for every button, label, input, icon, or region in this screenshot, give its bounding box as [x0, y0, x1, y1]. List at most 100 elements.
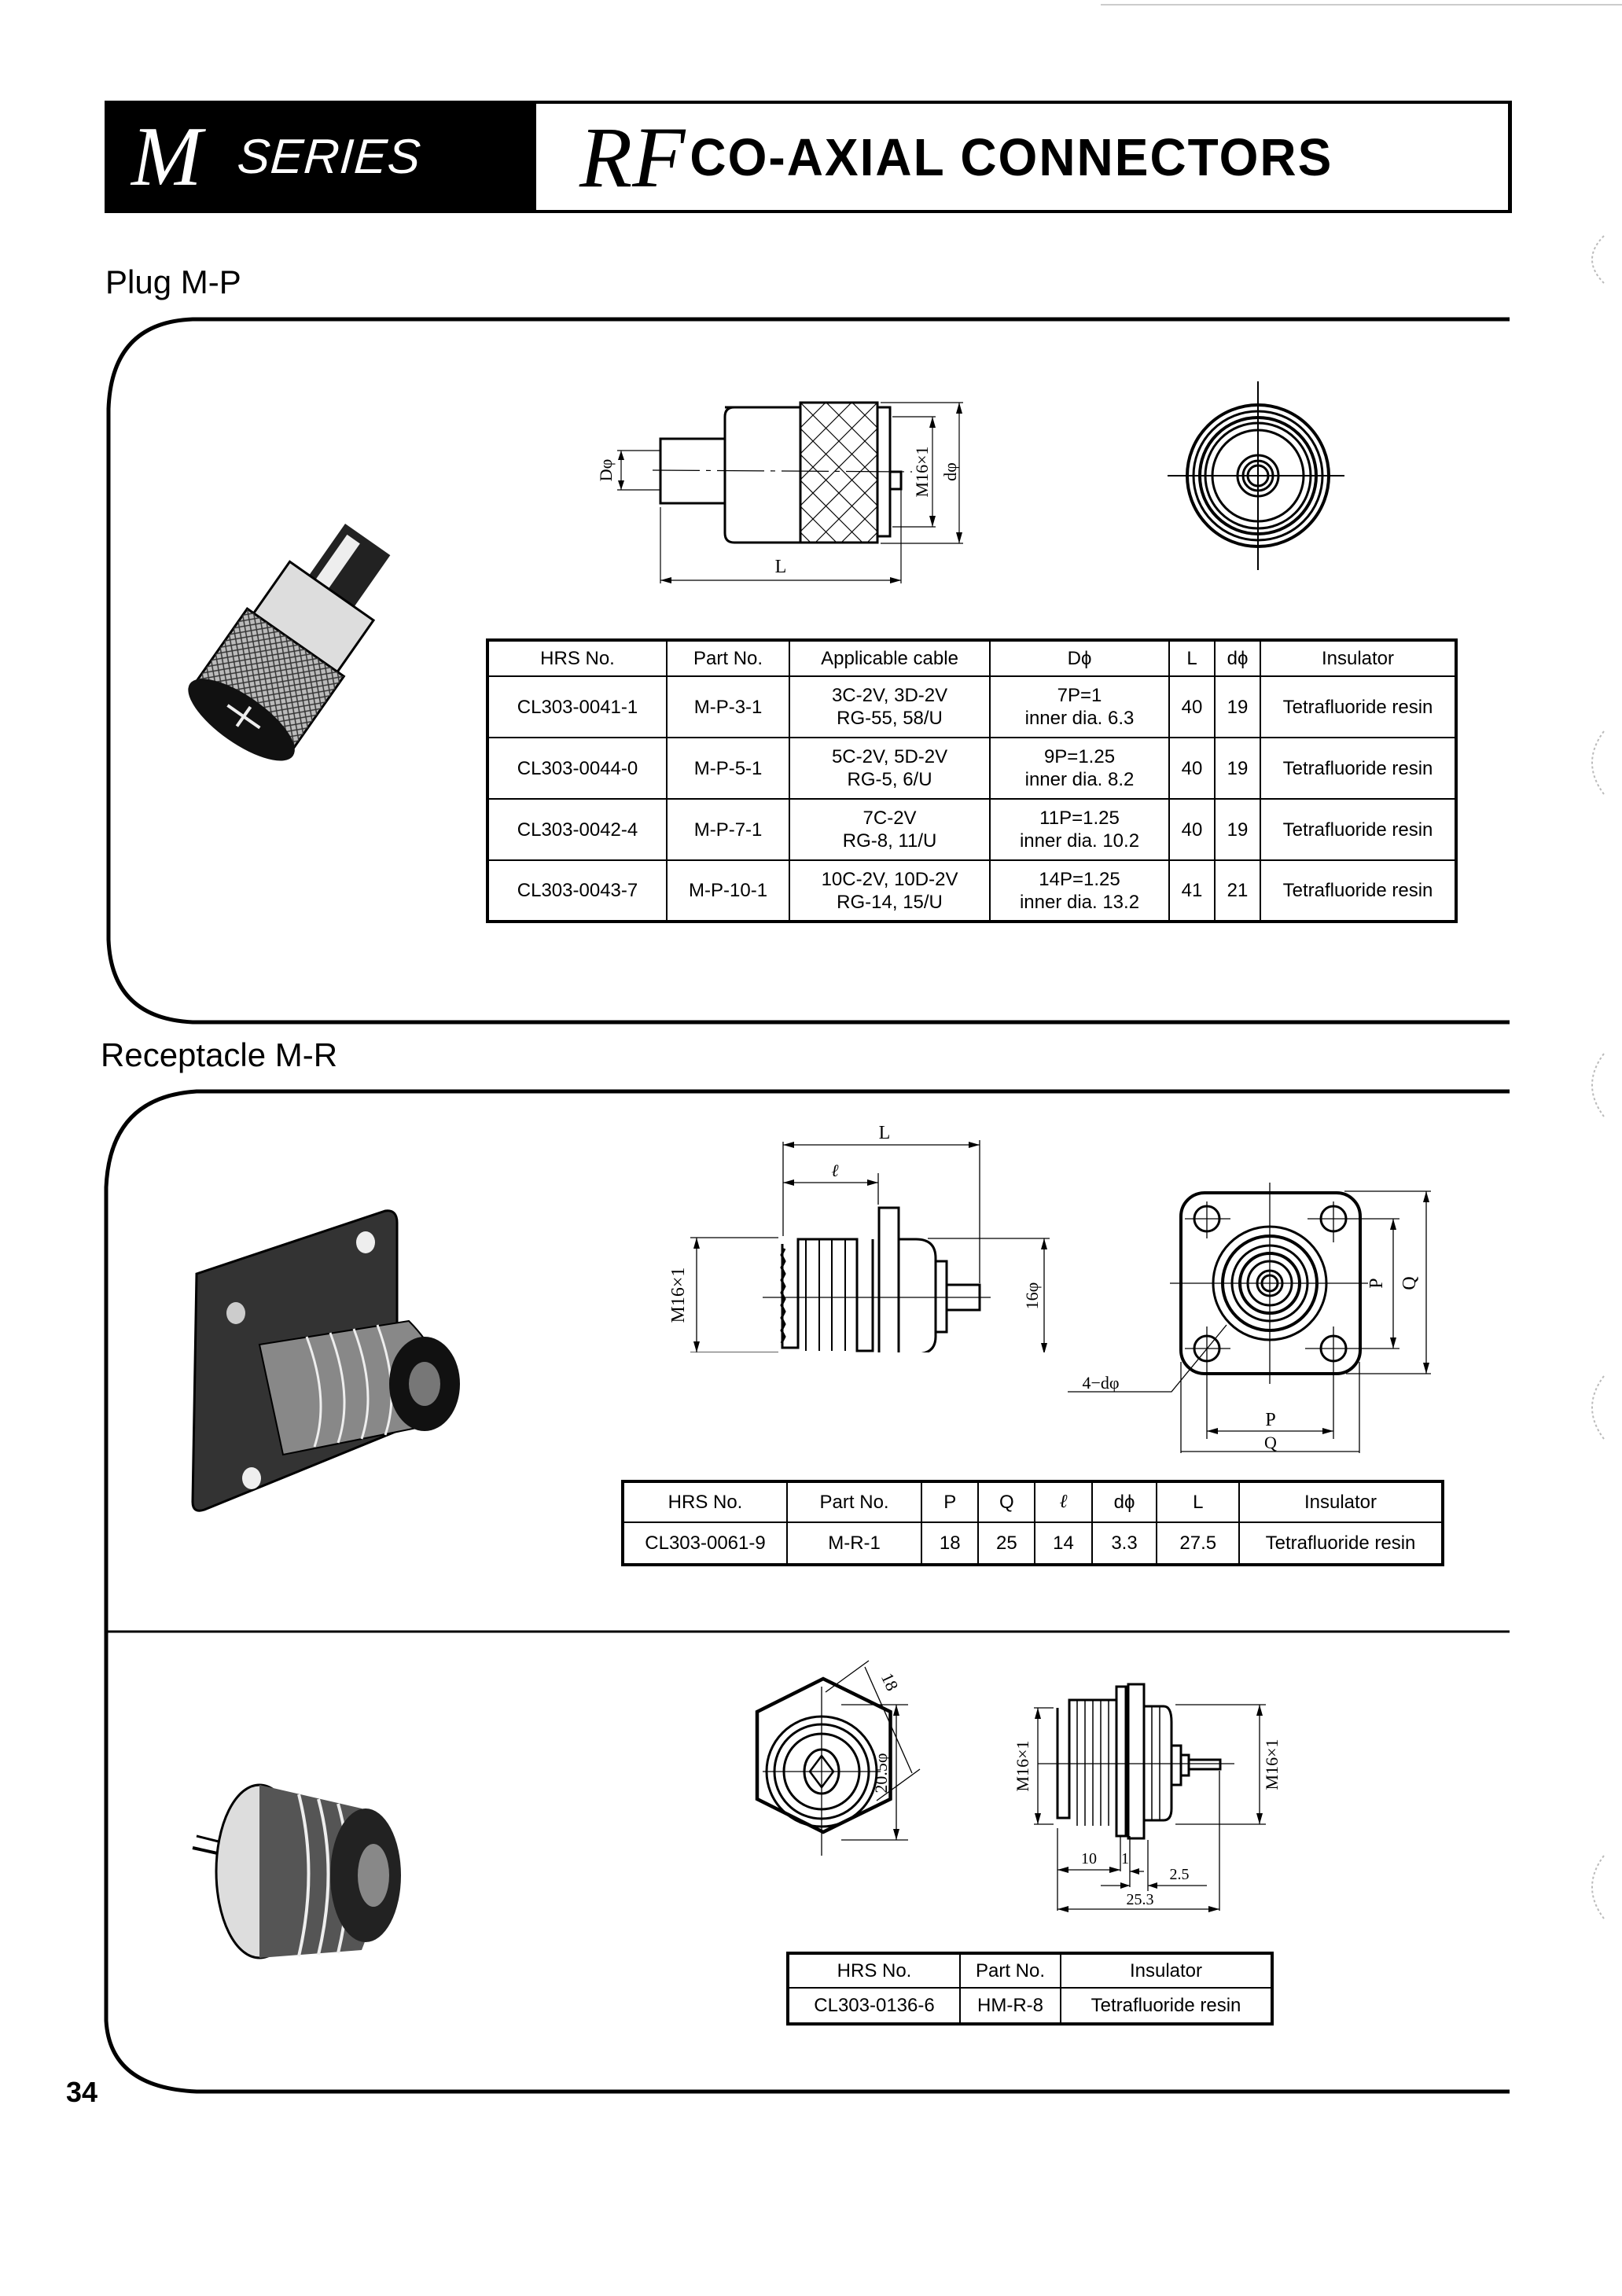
cable-line: 5C-2V, 5D-2V: [831, 746, 948, 767]
cell-part-no: M-P-3-1: [666, 675, 791, 738]
label-Q-vertical: Q: [1399, 1276, 1420, 1290]
label-P: P: [1265, 1410, 1275, 1430]
receptacle-front-drawing: P Q P Q 4−dφ: [1068, 1183, 1431, 1453]
cell-L: 40: [1168, 675, 1216, 738]
cell-L: 41: [1168, 859, 1216, 922]
label-D-phi: Dφ: [596, 459, 616, 482]
col-header: L: [1156, 1481, 1240, 1523]
cell-hrs-no: CL303-0042-4: [486, 798, 668, 861]
title-rf: RF: [579, 109, 686, 205]
col-header: Dϕ: [989, 639, 1170, 677]
D-line: 9P=1.25: [1043, 746, 1116, 767]
D-line: inner dia. 8.2: [1024, 769, 1135, 790]
col-header: P: [921, 1481, 980, 1523]
label-dia: 20.5φ: [871, 1753, 891, 1793]
cable-line: 10C-2V, 10D-2V: [821, 868, 958, 890]
label-P-vertical: P: [1366, 1278, 1387, 1288]
label-thread-right: M16×1: [1262, 1739, 1282, 1790]
cell-insulator: Tetrafluoride resin: [1260, 798, 1457, 861]
table-header-row: HRS No. Part No. Applicable cable Dϕ L d…: [486, 639, 1457, 677]
col-header: Part No.: [785, 1481, 923, 1523]
receptacle-photo: [191, 1209, 460, 1512]
D-line: 14P=1.25: [1039, 868, 1120, 890]
col-header: HRS No.: [486, 639, 668, 677]
table-header-row: HRS No. Part No. P Q ℓ dϕ L Insulator: [622, 1481, 1444, 1523]
binder-hole-marks: [1591, 235, 1605, 1919]
section-heading-receptacle: Receptacle M-R: [101, 1036, 338, 1073]
label-L: L: [879, 1123, 891, 1143]
cell-hrs-no: CL303-0041-1: [486, 675, 668, 738]
cell-P: 18: [921, 1521, 980, 1566]
cell-hrs-no: CL303-0136-6: [787, 1987, 961, 2025]
cell-insulator: Tetrafluoride resin: [1060, 1987, 1273, 2025]
cell-L: 27.5: [1156, 1521, 1240, 1566]
table-row: CL303-0061-9 M-R-1 18 25 14 3.3 27.5 Tet…: [622, 1521, 1444, 1566]
label-2-5: 2.5: [1170, 1866, 1190, 1883]
hm-receptacle-photo: [192, 1783, 401, 1959]
cell-d: 19: [1214, 675, 1261, 738]
cell-insulator: Tetrafluoride resin: [1260, 737, 1457, 800]
col-header: ℓ: [1034, 1481, 1093, 1523]
col-header: Part No.: [959, 1952, 1061, 1989]
label-thread: M16×1: [668, 1268, 689, 1323]
cable-line: RG-55, 58/U: [837, 708, 943, 729]
page-title: CO-AXIAL CONNECTORS: [690, 127, 1333, 187]
cell-d: 19: [1214, 737, 1261, 800]
cell-part-no: M-P-5-1: [666, 737, 791, 800]
cell-insulator: Tetrafluoride resin: [1260, 675, 1457, 738]
col-header: dϕ: [1214, 639, 1261, 677]
receptacle-side-drawing: L ℓ M16×1 16φ: [668, 1123, 1050, 1352]
col-header: Insulator: [1060, 1952, 1273, 1989]
cell-part-no: M-P-7-1: [666, 798, 791, 861]
cell-d: 21: [1214, 859, 1261, 922]
label-25-3: 25.3: [1127, 1891, 1154, 1908]
plug-front-drawing: [1168, 381, 1344, 570]
cell-part-no: M-R-1: [785, 1521, 923, 1566]
col-header: L: [1168, 639, 1216, 677]
cell-L: 40: [1168, 737, 1216, 800]
D-line: inner dia. 6.3: [1024, 708, 1135, 729]
series-letter: M: [131, 109, 202, 204]
label-dia: 16φ: [1022, 1282, 1042, 1310]
cell-hrs-no: CL303-0044-0: [486, 737, 668, 800]
receptacle-spec-table: HRS No. Part No. P Q ℓ dϕ L Insulator CL…: [621, 1480, 1444, 1566]
D-line: 7P=1: [1057, 685, 1102, 706]
hm-side-drawing: M16×1 M16×1 10 1 2.5 25.3: [1013, 1683, 1282, 1912]
cell-L: 40: [1168, 798, 1216, 861]
label-l: ℓ: [831, 1161, 839, 1180]
cell-hrs-no: CL303-0043-7: [486, 859, 668, 922]
cable-line: RG-8, 11/U: [842, 830, 937, 852]
cable-line: RG-14, 15/U: [837, 891, 943, 913]
cable-line: 3C-2V, 3D-2V: [831, 685, 948, 706]
plug-side-drawing: Dφ L M16×1 dφ: [596, 401, 963, 583]
cell-hrs-no: CL303-0061-9: [622, 1521, 788, 1566]
series-badge: M SERIES: [108, 104, 536, 210]
col-header: Applicable cable: [789, 639, 991, 677]
label-1: 1: [1121, 1850, 1129, 1867]
col-header: Insulator: [1238, 1481, 1444, 1523]
cell-d: 19: [1214, 798, 1261, 861]
label-L: L: [775, 557, 787, 577]
cell-Q: 25: [977, 1521, 1036, 1566]
cell-l: 14: [1034, 1521, 1093, 1566]
cell-part-no: HM-R-8: [959, 1987, 1061, 2025]
cell-insulator: Tetrafluoride resin: [1238, 1521, 1444, 1566]
col-header: Q: [977, 1481, 1036, 1523]
col-header: Insulator: [1260, 639, 1457, 677]
table-row: CL303-0136-6 HM-R-8 Tetrafluoride resin: [787, 1987, 1273, 2025]
label-10: 10: [1081, 1850, 1097, 1867]
D-line: inner dia. 13.2: [1019, 891, 1140, 913]
hm-receptacle-spec-table: HRS No. Part No. Insulator CL303-0136-6 …: [786, 1952, 1274, 2026]
col-header: HRS No.: [622, 1481, 788, 1523]
